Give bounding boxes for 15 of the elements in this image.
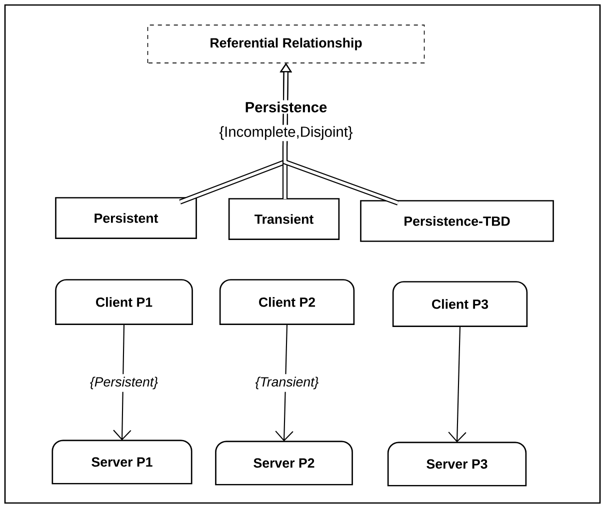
rounded-box: Client P3	[392, 281, 528, 327]
rounded-box: Server P2	[215, 440, 353, 486]
class-box: Persistence-TBD	[360, 200, 554, 242]
edge-label: {Transient}	[252, 374, 322, 392]
rounded-box: Client P1	[55, 279, 193, 325]
class-box: Transient	[228, 198, 340, 240]
rounded-box: Client P2	[219, 279, 355, 325]
generalization-name: Persistence	[244, 100, 329, 114]
arrow	[448, 326, 466, 442]
dashed-box: Referential Relationship	[147, 24, 425, 64]
rounded-box: Server P1	[52, 440, 192, 484]
constraint-label: {Incomplete,Disjoint}	[218, 124, 354, 142]
rounded-box: Server P3	[387, 442, 527, 486]
edge-label: {Persistent}	[87, 374, 161, 392]
class-box: Persistent	[55, 197, 197, 239]
